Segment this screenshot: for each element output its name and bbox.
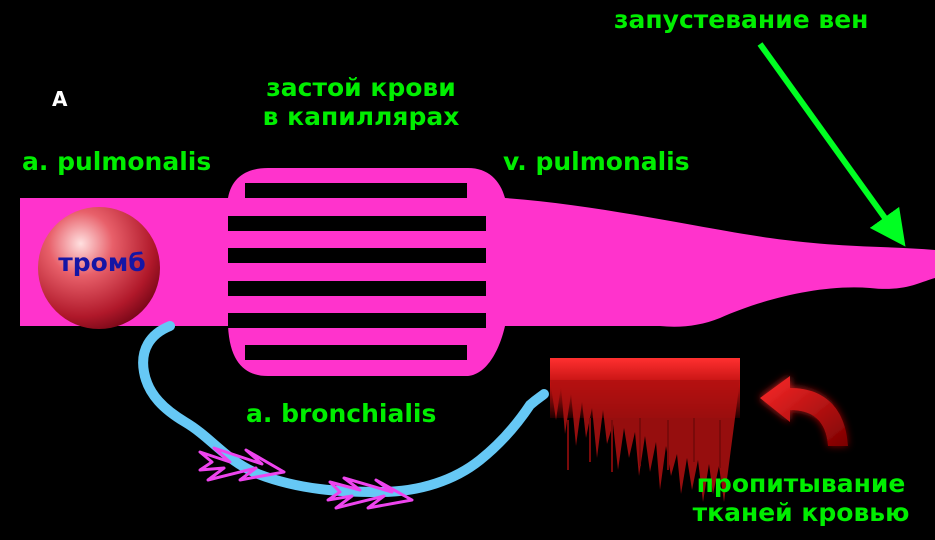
capillary-stasis-line1: застой крови [248,74,474,103]
capillary-slit [245,183,467,198]
capillary-slit [228,216,486,231]
curved-return-arrow-icon [760,376,848,446]
pointer-arrow [760,44,895,232]
vein-emptying-label: запустевание вен [614,6,868,35]
panel-letter: A [52,88,67,111]
bronchial-artery-label: a. bronchialis [246,400,436,429]
capillary-stasis-label: застой крови в капиллярах [248,74,474,132]
capillary-slit [245,345,467,360]
capillary-slit [228,313,486,328]
pulmonary-artery-label: a. pulmonalis [22,148,211,177]
tissue-soaking-line1: пропитывание [672,470,930,499]
capillary-slit [228,248,486,263]
capillary-slit [228,281,486,296]
tissue-soaking-label: пропитывание тканей кровью [672,470,930,528]
tissue-soaking-line2: тканей кровью [672,499,930,528]
pulmonary-vein-label: v. pulmonalis [503,148,690,177]
thrombus-label: тромб [36,248,168,277]
capillary-stasis-line2: в капиллярах [248,103,474,132]
